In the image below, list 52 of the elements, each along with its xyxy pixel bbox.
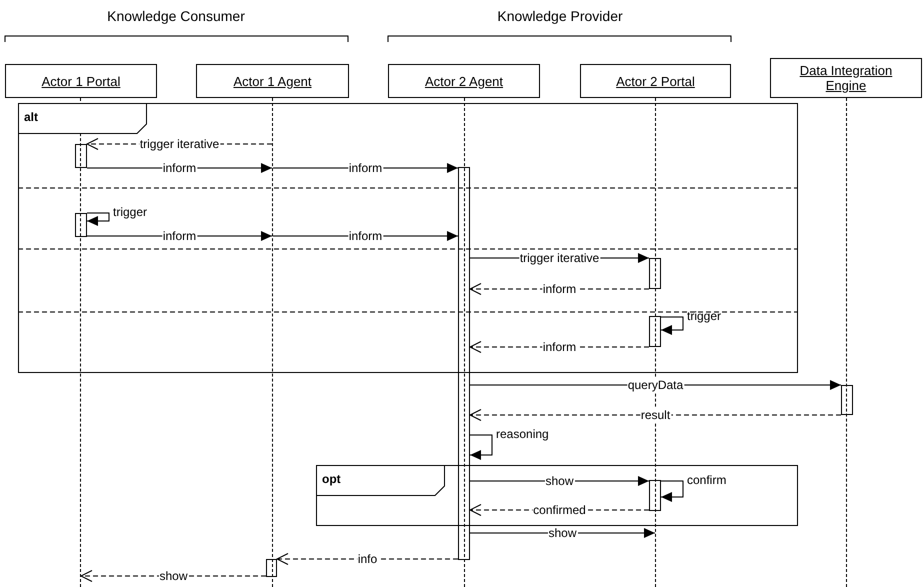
message-label: confirm bbox=[686, 473, 728, 487]
combined-fragment bbox=[316, 465, 798, 526]
activation-bar bbox=[266, 559, 277, 577]
message-label: info bbox=[356, 552, 378, 566]
participant-box bbox=[5, 64, 157, 98]
message-label: inform bbox=[348, 229, 384, 243]
participant-name: Actor 2 Agent bbox=[424, 74, 504, 88]
activation-bar bbox=[841, 385, 853, 415]
message-label: inform bbox=[162, 161, 198, 175]
participant-name: Actor 2 Portal bbox=[616, 74, 695, 88]
message-label: trigger iterative bbox=[138, 137, 220, 151]
fragment-operator: opt bbox=[322, 472, 341, 486]
message-label: show bbox=[544, 474, 574, 488]
message-label: reasoning bbox=[495, 427, 550, 441]
group-label: Knowledge Provider bbox=[497, 8, 623, 24]
message-label: trigger bbox=[686, 309, 722, 323]
activation-bar bbox=[458, 167, 470, 560]
message-label: inform bbox=[542, 340, 578, 354]
activation-bar bbox=[75, 213, 87, 237]
message-label: show bbox=[158, 569, 188, 583]
message-arrow bbox=[470, 434, 492, 460]
participant-box bbox=[770, 58, 922, 98]
message-label: trigger iterative bbox=[518, 251, 600, 265]
message-label: inform bbox=[542, 282, 578, 296]
activation-bar bbox=[649, 316, 661, 347]
participant-box bbox=[196, 64, 349, 98]
message-label: inform bbox=[348, 161, 384, 175]
participant-name: Actor 1 Portal bbox=[42, 74, 120, 88]
message-label: confirmed bbox=[532, 503, 587, 517]
message-arrow bbox=[276, 553, 458, 565]
combined-fragment bbox=[18, 103, 798, 373]
participant-box bbox=[388, 64, 540, 98]
fragment-operator: alt bbox=[24, 110, 38, 124]
lifeline bbox=[846, 98, 847, 587]
message-label: show bbox=[548, 526, 578, 540]
lifeline bbox=[272, 98, 273, 587]
message-label: trigger bbox=[112, 205, 148, 219]
activation-bar bbox=[649, 480, 661, 511]
message-arrow bbox=[86, 212, 110, 226]
activation-bar bbox=[75, 144, 87, 168]
message-label: inform bbox=[162, 229, 198, 243]
message-arrow bbox=[660, 480, 684, 502]
participant-box bbox=[580, 64, 731, 98]
message-label: result bbox=[640, 408, 672, 422]
lifeline bbox=[464, 98, 465, 587]
message-label: queryData bbox=[626, 378, 684, 392]
group-label: Knowledge Consumer bbox=[107, 8, 245, 24]
message-arrow bbox=[470, 409, 842, 421]
participant-name: Data Integration Engine bbox=[798, 63, 894, 93]
participant-name: Actor 1 Agent bbox=[233, 74, 312, 88]
message-arrow bbox=[660, 316, 684, 335]
activation-bar bbox=[649, 258, 661, 289]
